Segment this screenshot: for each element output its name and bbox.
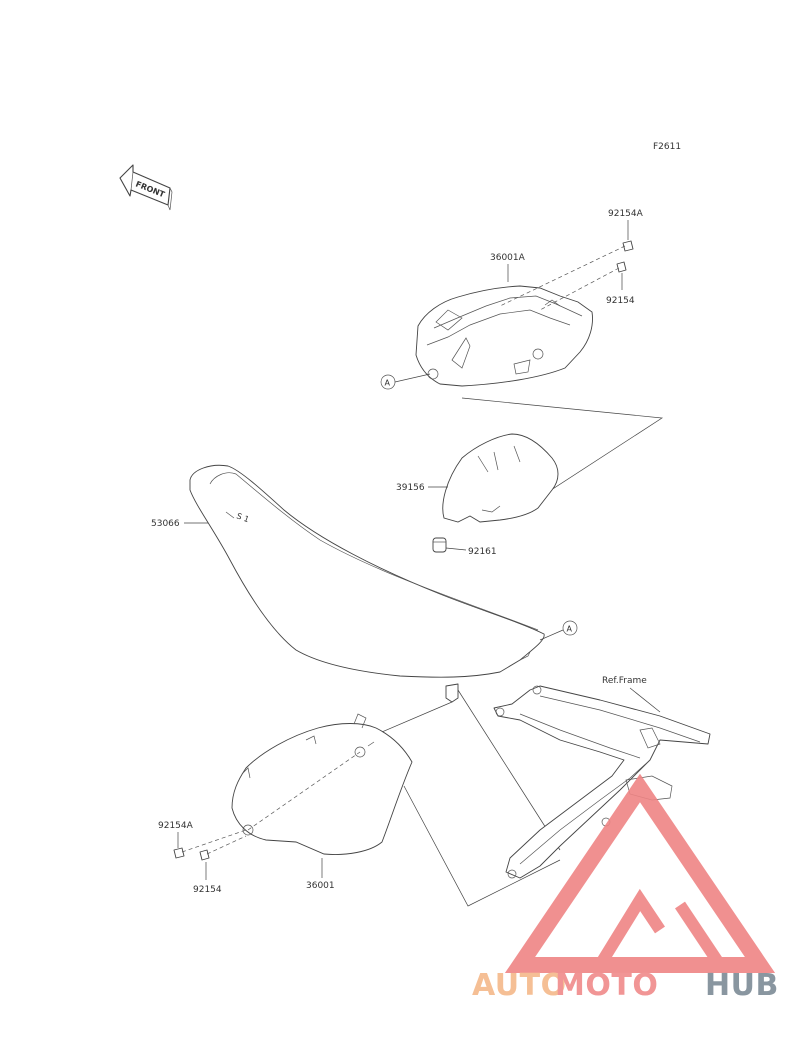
label-39156: 39156 — [396, 483, 425, 493]
front-arrow-icon: FRONT — [119, 164, 173, 211]
figure-code: F2611 — [653, 142, 681, 152]
seat-pad — [442, 433, 559, 523]
seat-hook-icon — [445, 683, 459, 703]
svg-text:A: A — [385, 379, 391, 388]
damper-92161-icon — [432, 537, 447, 553]
svg-text:A: A — [567, 625, 573, 634]
seat: S 1 — [189, 464, 545, 678]
bolt-top-92154A-icon — [622, 240, 634, 252]
label-36001: 36001 — [306, 881, 335, 891]
label-92154-top: 92154 — [606, 296, 635, 306]
watermark-hub: HUB — [705, 968, 779, 1003]
automotohub-watermark: AUTO MOTO HUB — [472, 773, 779, 1003]
label-ref-frame: Ref.Frame — [602, 676, 647, 686]
bolt-bottom-92154-icon — [199, 849, 210, 861]
svg-text:S 1: S 1 — [235, 511, 250, 524]
side-cover-right — [415, 285, 593, 387]
label-53066: 53066 — [151, 519, 180, 529]
side-cover-left — [231, 713, 413, 855]
callout-a-top: A — [380, 373, 431, 390]
bolt-top-92154-icon — [616, 261, 627, 273]
bolt-bottom-92154A-icon — [173, 847, 185, 859]
watermark-triangle-icon — [504, 773, 776, 973]
label-92154-bottom: 92154 — [193, 885, 222, 895]
rear-frame — [493, 685, 711, 879]
label-92161: 92161 — [468, 547, 497, 557]
label-92154A-top: 92154A — [608, 209, 644, 219]
watermark-moto: MOTO — [555, 968, 658, 1003]
watermark-auto: AUTO — [472, 968, 567, 1003]
callout-a-seat: A — [539, 620, 578, 641]
label-92154A-bottom: 92154A — [158, 821, 194, 831]
label-36001A: 36001A — [490, 253, 526, 263]
